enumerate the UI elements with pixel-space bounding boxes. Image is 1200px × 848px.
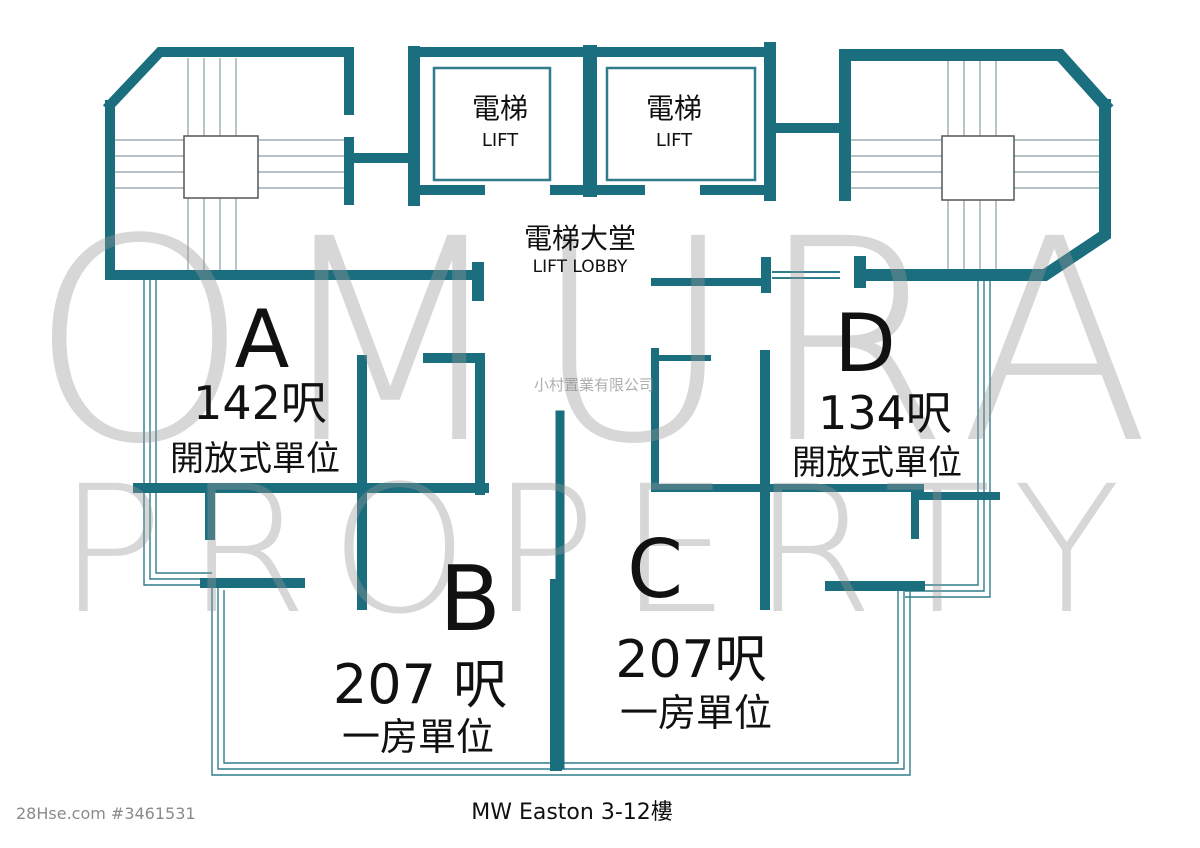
unit-c-type: 一房單位 [619,691,772,735]
unit-b-size: 207 呎 [332,653,508,716]
agency-watermark: 小村置業有限公司 [534,376,655,394]
floor-plan-title: MW Easton 3-12樓 [471,800,673,825]
unit-b-type: 一房單位 [341,715,494,759]
lift-2-label-en: LIFT [655,130,693,151]
unit-d-size: 134呎 [818,386,952,440]
unit-a-size: 142呎 [193,376,327,430]
walls [102,42,1114,771]
footer-credit: 28Hse.com #3461531 [16,804,196,823]
lobby-label-cn: 電梯大堂 [523,222,636,255]
stairwell-icon-right [848,58,1105,270]
lift-2-label-cn: 電梯 [645,92,702,125]
lift-1-label-en: LIFT [481,130,519,151]
lobby-label-en: LIFT LOBBY [532,257,628,277]
unit-d-type: 開放式單位 [792,443,962,483]
unit-c-letter: C [627,523,683,616]
unit-a-letter: A [234,293,290,386]
unit-a-type: 開放式單位 [170,439,340,479]
unit-b-letter: B [439,547,501,652]
stairwell-icon-left [110,58,345,275]
unit-c-size: 207呎 [615,630,767,690]
unit-d-letter: D [834,297,896,390]
lift-1-label-cn: 電梯 [471,92,528,125]
